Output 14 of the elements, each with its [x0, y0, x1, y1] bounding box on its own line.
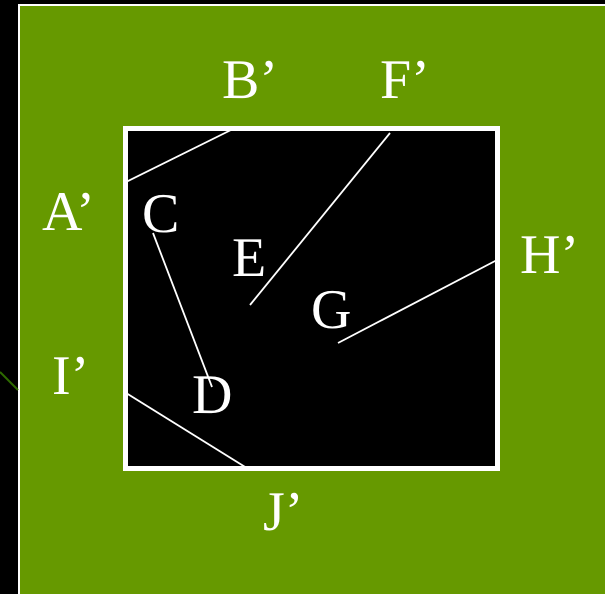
clip-window [123, 126, 500, 471]
point-label: E [232, 230, 266, 286]
line-segment [249, 132, 391, 306]
point-label: J’ [263, 484, 304, 540]
point-label: B’ [222, 52, 278, 108]
point-label: I’ [52, 348, 90, 404]
point-label: F’ [380, 52, 430, 108]
point-label: C [142, 186, 180, 242]
line-segment [152, 232, 213, 388]
line-segment [338, 259, 498, 344]
point-label: A’ [42, 184, 95, 240]
point-label: G [311, 282, 352, 338]
point-label: D [192, 367, 232, 423]
point-label: H’ [520, 227, 580, 283]
